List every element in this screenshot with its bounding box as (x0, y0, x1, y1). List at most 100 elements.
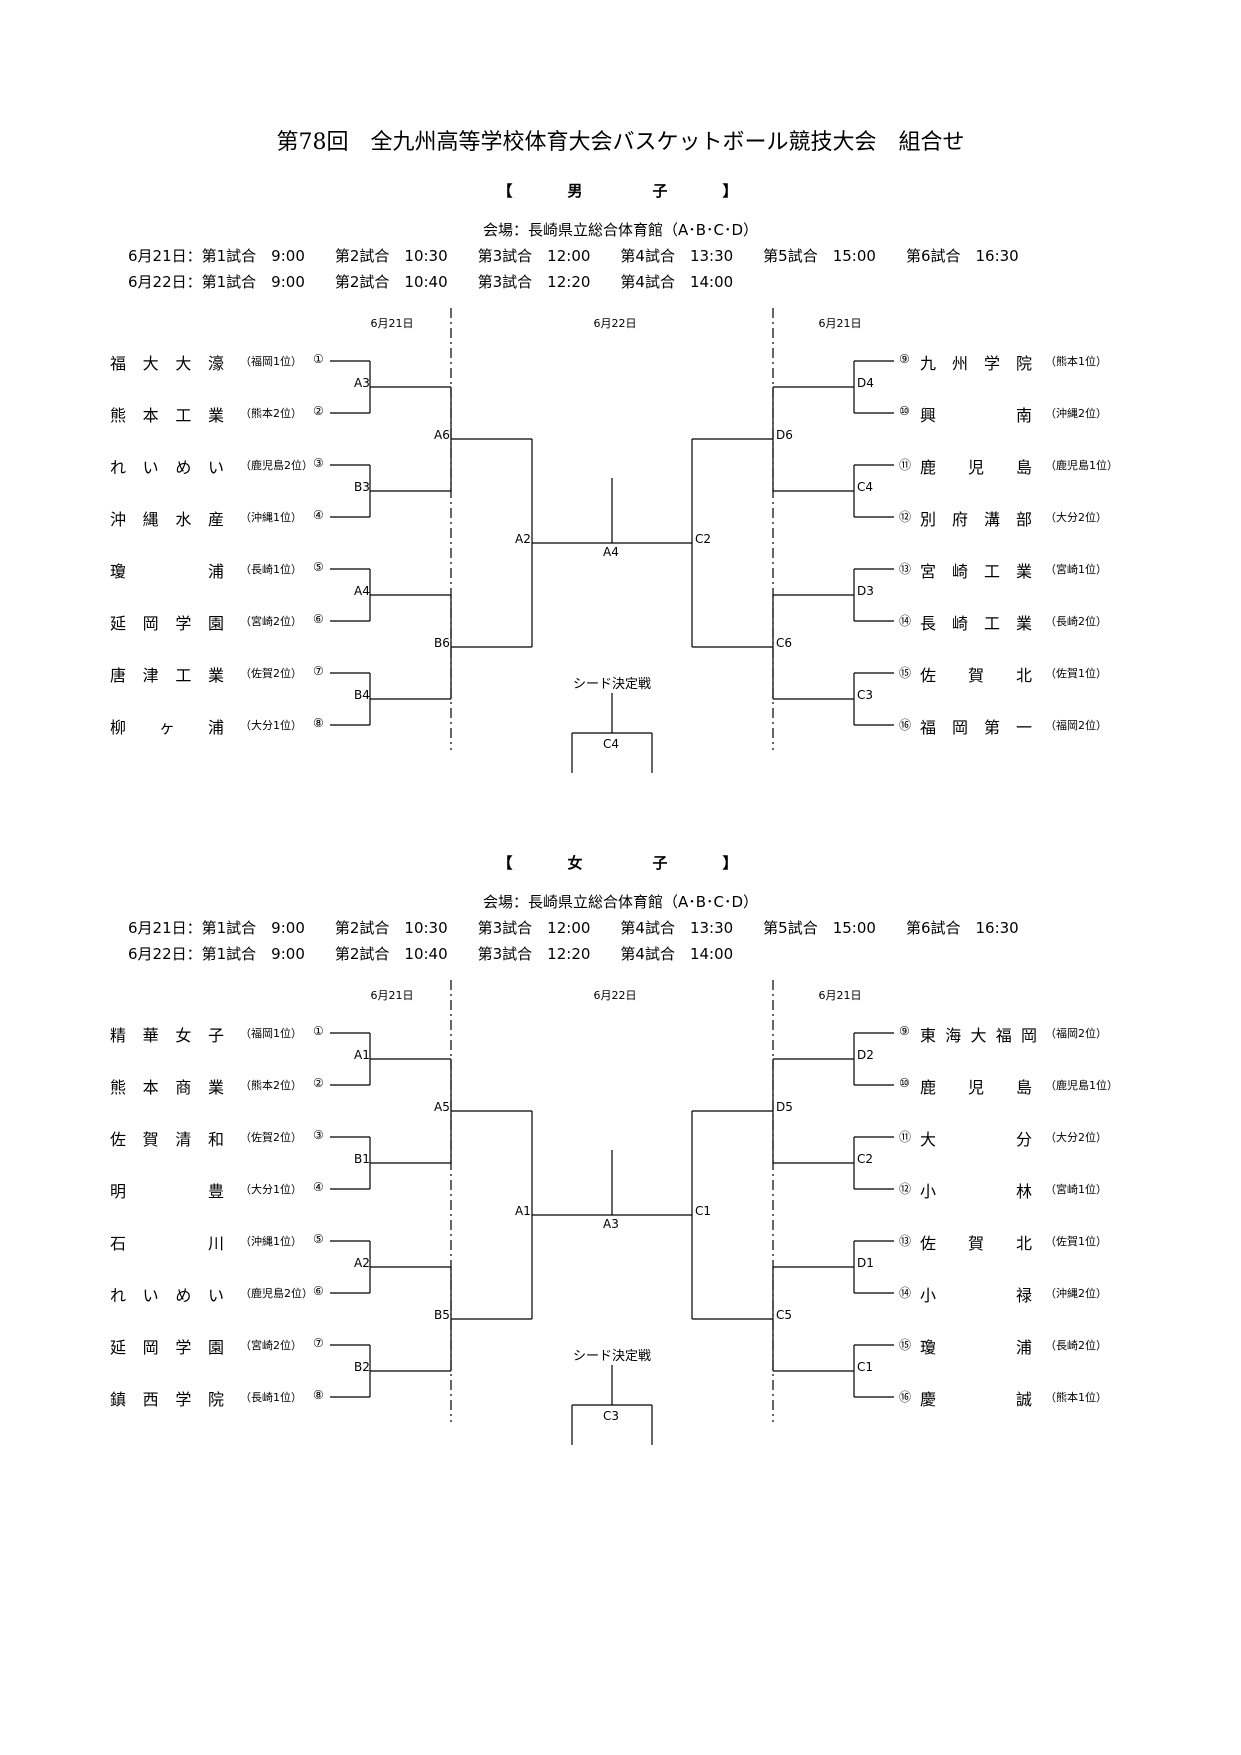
girls-right-team-name: 大分 (920, 1126, 1032, 1150)
team-name-char: 華 (142, 1026, 159, 1045)
girls-court-label: B2 (354, 1360, 370, 1374)
boys-court-label: D3 (857, 584, 874, 598)
girls-right-team-name: 佐賀北 (920, 1230, 1032, 1254)
boys-day-label-left: 6月21日 (370, 317, 414, 330)
girls-left-team-name: 明豊 (110, 1178, 224, 1202)
boys-right-team-name: 九州学院 (920, 350, 1032, 374)
boys-court-label: D4 (857, 376, 874, 390)
boys-left-team-seed-number: ① (313, 352, 324, 366)
boys-left-team-seed-number: ③ (313, 456, 324, 470)
team-name-char: 大 (142, 354, 159, 373)
boys-heading-char-1: 男 (567, 182, 583, 200)
team-name-char: 佐 (110, 1130, 127, 1149)
boys-left-team-prefecture: （沖縄1位） (240, 511, 302, 524)
girls-court-label: C3 (603, 1409, 620, 1423)
boys-left-team-seed-number: ④ (313, 508, 324, 522)
team-name-char: ヶ (158, 718, 175, 737)
girls-left-team-name: 鎮西学院 (110, 1386, 224, 1410)
team-name-char: め (175, 1286, 192, 1305)
team-name-char: 業 (207, 406, 224, 425)
team-name-char: 柳 (110, 718, 127, 737)
team-name-char: 賀 (967, 1234, 984, 1253)
boys-right-team-seed-number: ⑬ (899, 562, 912, 576)
girls-schedule-day2: 6月22日：第1試合 9:00 第2試合 10:40 第3試合 12:20 第4… (128, 945, 734, 963)
girls-right-team-seed-number: ⑩ (899, 1076, 910, 1090)
boys-right-team-prefecture: （沖縄2位） (1045, 407, 1107, 420)
girls-left-team-seed-number: ④ (313, 1180, 324, 1194)
girls-court-label: A2 (354, 1256, 370, 1270)
team-name-char: い (142, 458, 159, 477)
team-name-char: 一 (1015, 718, 1032, 737)
boys-day-label-right: 6月21日 (818, 317, 862, 330)
boys-right-team-prefecture: （福岡2位） (1045, 719, 1107, 732)
boys-right-team-prefecture: （佐賀1位） (1045, 667, 1107, 680)
team-name-char: 誠 (1015, 1390, 1032, 1409)
boys-right-team-name: 福岡第一 (920, 714, 1032, 738)
girls-heading-close-bracket: 】 (722, 854, 738, 872)
boys-right-team-seed-number: ⑯ (899, 718, 912, 732)
boys-left-team-name: 瓊浦 (110, 558, 224, 582)
girls-right-team-name: 小禄 (920, 1282, 1032, 1306)
team-name-char: 児 (967, 1078, 984, 1097)
team-name-char: 岡 (1020, 1026, 1037, 1045)
girls-court-label: C1 (695, 1204, 712, 1218)
girls-left-team-prefecture: （大分1位） (240, 1183, 302, 1196)
team-name-char: 西 (142, 1390, 159, 1409)
team-name-char: 第 (983, 718, 1000, 737)
girls-right-team-seed-number: ⑪ (899, 1130, 912, 1144)
boys-court-label: C2 (695, 532, 712, 546)
boys-court-label: A3 (354, 376, 370, 390)
team-name-char: い (142, 1286, 159, 1305)
girls-right-team-name: 慶誠 (920, 1386, 1032, 1410)
team-name-char: 福 (995, 1026, 1012, 1045)
team-name-char: 佐 (920, 1234, 937, 1253)
boys-heading-open-bracket: 【 (497, 182, 513, 200)
girls-left-team-seed-number: ② (313, 1076, 324, 1090)
team-name-char: 海 (945, 1026, 962, 1045)
team-name-char: 禄 (1015, 1286, 1032, 1305)
team-name-char: 濠 (207, 354, 224, 373)
team-name-char: 本 (142, 1078, 159, 1097)
boys-court-label: A6 (434, 428, 450, 442)
boys-venue: 会場：長崎県立総合体育館（A･B･C･D） (482, 221, 759, 239)
girls-right-team-seed-number: ⑭ (899, 1286, 912, 1300)
girls-left-team-prefecture: （沖縄1位） (240, 1235, 302, 1248)
boys-right-team-seed-number: ⑭ (899, 614, 912, 628)
boys-schedule-day2: 6月22日：第1試合 9:00 第2試合 10:40 第3試合 12:20 第4… (128, 273, 734, 291)
boys-left-team-name: 沖縄水産 (110, 506, 224, 530)
team-name-char: め (175, 458, 192, 477)
team-name-char: 工 (175, 406, 192, 425)
girls-left-team-seed-number: ③ (313, 1128, 324, 1142)
boys-right-team-prefecture: （長崎2位） (1045, 615, 1107, 628)
team-name-char: 学 (175, 614, 192, 633)
team-name-char: 産 (207, 510, 224, 529)
girls-right-team-name: 瓊浦 (920, 1334, 1032, 1358)
girls-left-team-prefecture: （宮崎2位） (240, 1339, 302, 1352)
girls-left-team-name: 精華女子 (110, 1022, 224, 1046)
boys-court-label: C4 (857, 480, 874, 494)
team-name-char: 業 (207, 666, 224, 685)
girls-court-label: A3 (603, 1217, 619, 1231)
team-name-char: 本 (142, 406, 159, 425)
team-name-char: 豊 (207, 1182, 224, 1201)
girls-right-team-seed-number: ⑯ (899, 1390, 912, 1404)
girls-left-team-seed-number: ⑦ (313, 1336, 324, 1350)
girls-left-team-name: 熊本商業 (110, 1074, 224, 1098)
team-name-char: 清 (175, 1130, 192, 1149)
team-name-char: 鹿 (920, 1078, 937, 1097)
team-name-char: 岡 (951, 718, 968, 737)
girls-left-team-prefecture: （福岡1位） (240, 1027, 302, 1040)
boys-left-team-prefecture: （熊本2位） (240, 407, 302, 420)
girls-left-team-name: 石川 (110, 1230, 224, 1254)
girls-right-team-prefecture: （長崎2位） (1045, 1339, 1107, 1352)
team-name-char: 府 (951, 510, 968, 529)
boys-right-team-seed-number: ⑨ (899, 352, 910, 366)
girls-heading-open-bracket: 【 (497, 854, 513, 872)
team-name-char: れ (110, 458, 127, 477)
team-name-char: 延 (110, 1338, 127, 1357)
girls-right-team-seed-number: ⑮ (899, 1338, 912, 1352)
team-name-char: 福 (920, 718, 937, 737)
girls-right-team-name: 小林 (920, 1178, 1032, 1202)
team-name-char: 分 (1015, 1130, 1032, 1149)
